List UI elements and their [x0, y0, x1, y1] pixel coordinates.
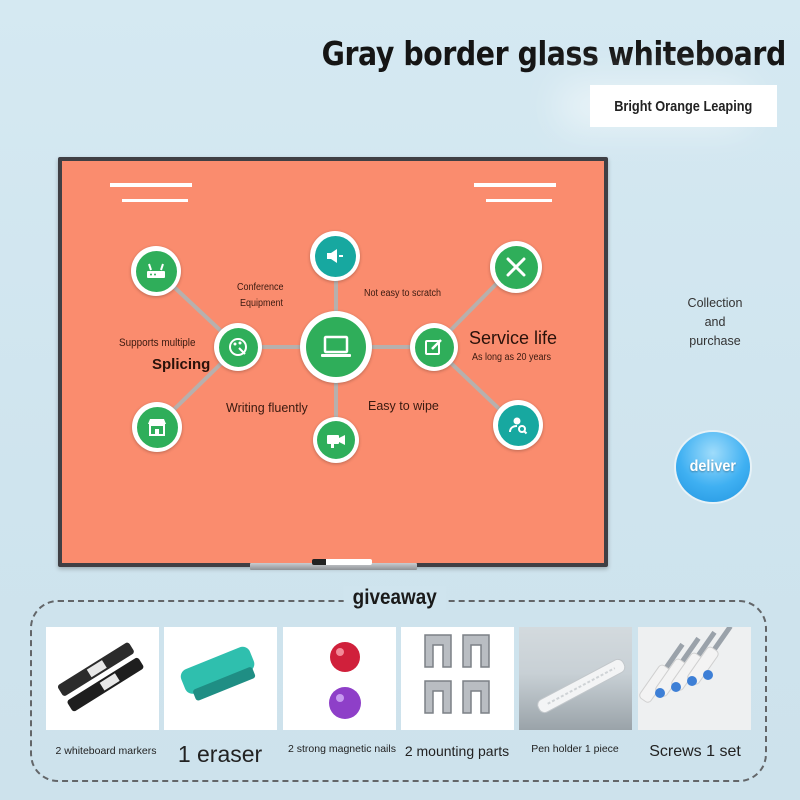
label-splicing: Splicing: [152, 356, 211, 373]
label-writing: Writing fluently: [226, 401, 308, 415]
collect-line: and: [704, 315, 726, 329]
label-equipment: Equipment: [240, 298, 284, 309]
speaker-icon: [327, 249, 343, 263]
palette-icon: [229, 338, 247, 356]
page-title: Gray border glass whiteboard: [321, 34, 787, 73]
node-right: [410, 323, 458, 371]
node-left: [214, 323, 262, 371]
screws-image: [638, 624, 751, 730]
giveaway-label: 2 mounting parts: [404, 743, 510, 759]
subtitle-text: Bright Orange Leaping: [614, 97, 753, 115]
giveaway-label: Pen holder 1 piece: [531, 743, 619, 755]
deliver-label: deliver: [689, 458, 737, 475]
label-supports: Supports multiple: [119, 337, 196, 349]
shop-icon: [148, 419, 166, 436]
user-search-icon: [509, 417, 528, 435]
node-top-right: [490, 241, 542, 293]
tools-icon: [506, 257, 526, 277]
label-conference: Conference: [237, 282, 284, 293]
whiteboard: Conference Equipment Not easy to scratch…: [58, 157, 608, 567]
mounting-parts-image: [401, 627, 514, 730]
tray-marker: [312, 559, 372, 565]
giveaway-label: Screws 1 set: [649, 743, 741, 760]
label-wipe: Easy to wipe: [368, 399, 439, 413]
giveaway-label: 2 whiteboard markers: [55, 745, 157, 757]
node-center: [300, 311, 372, 383]
label-service-life: Service life: [469, 328, 558, 348]
pen-holder-image: [519, 627, 632, 730]
markers-image: [46, 627, 159, 730]
giveaway-label: 1 eraser: [177, 741, 263, 767]
subtitle-badge: Bright Orange Leaping: [590, 85, 777, 127]
video-camera-icon: [327, 435, 345, 448]
collect-purchase-text: Collection and purchase: [676, 294, 754, 351]
edit-icon: [425, 339, 442, 355]
node-bottom: [313, 417, 359, 463]
decor-line: [122, 199, 188, 202]
label-scratch: Not easy to scratch: [364, 288, 442, 299]
label-service-years: As long as 20 years: [472, 352, 552, 363]
eraser-image: [164, 627, 277, 730]
node-bottom-right: [493, 400, 543, 450]
collect-line: purchase: [689, 334, 741, 348]
decor-line: [110, 183, 192, 187]
deliver-button[interactable]: deliver: [676, 432, 750, 502]
pen-tray: [250, 563, 417, 570]
node-top: [310, 231, 360, 281]
magnets-image: [283, 627, 396, 730]
decor-line: [474, 183, 556, 187]
giveaway-label: 2 strong magnetic nails: [288, 743, 396, 755]
node-bottom-left: [132, 402, 182, 452]
router-icon: [147, 263, 165, 278]
collect-line: Collection: [687, 296, 743, 310]
decor-line: [486, 199, 552, 202]
node-top-left: [131, 246, 181, 296]
laptop-icon: [321, 335, 351, 357]
giveaway-title: giveaway: [343, 586, 446, 610]
